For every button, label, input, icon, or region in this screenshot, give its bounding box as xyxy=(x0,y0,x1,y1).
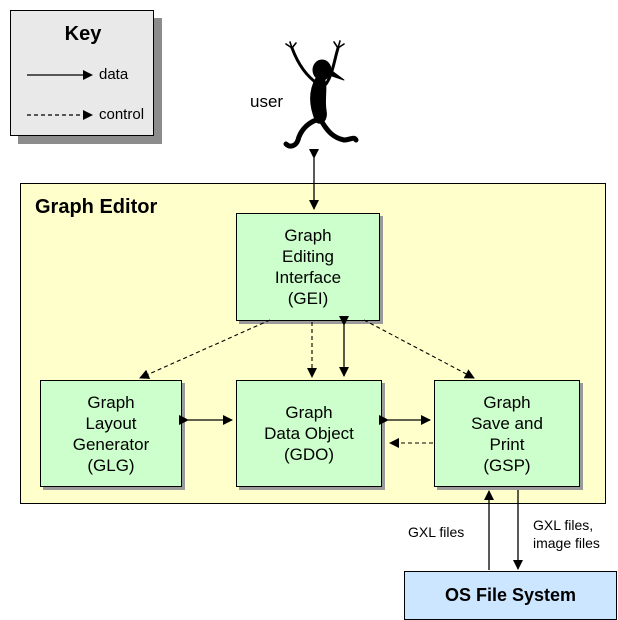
gsp-line-1: Graph xyxy=(483,392,531,412)
gei-line-2: Editing xyxy=(282,247,334,266)
graph-editor-title: Graph Editor xyxy=(35,196,158,218)
key-legend: Key data control xyxy=(10,10,154,136)
gxl-image-files-label-2: image files xyxy=(533,535,600,551)
gei-line-4: (GEI) xyxy=(287,289,329,308)
gdo-line-2: Data Object xyxy=(264,424,354,443)
gei-line-3: Interface xyxy=(274,268,342,287)
gsp-line-2: Save and xyxy=(471,413,543,433)
os-file-system-box: OS File System xyxy=(404,571,617,620)
glg-line-4: (GLG) xyxy=(87,455,135,475)
gdo-box: Graph Data Object (GDO) xyxy=(236,380,382,487)
user-label: user xyxy=(250,92,284,111)
key-control-label: control xyxy=(99,106,145,123)
glg-line-1: Graph xyxy=(87,392,135,412)
key-title: Key xyxy=(64,23,102,45)
gsp-line-3: Print xyxy=(489,434,525,454)
gxl-image-files-label-1: GXL files, xyxy=(533,517,594,533)
gdo-line-3: (GDO) xyxy=(283,445,335,464)
key-data-label: data xyxy=(99,66,129,83)
glg-box: Graph Layout Generator (GLG) xyxy=(40,380,182,487)
gsp-line-4: (GSP) xyxy=(483,455,531,475)
glg-line-2: Layout xyxy=(85,413,137,433)
key-arrows xyxy=(27,70,93,120)
gei-line-1: Graph xyxy=(284,226,332,245)
gxl-files-label: GXL files xyxy=(408,524,465,540)
glg-line-3: Generator xyxy=(72,434,150,454)
gei-box: Graph Editing Interface (GEI) xyxy=(236,213,380,321)
stick-figure-icon xyxy=(283,40,359,149)
gdo-line-1: Graph xyxy=(285,403,333,422)
gsp-box: Graph Save and Print (GSP) xyxy=(434,380,580,487)
